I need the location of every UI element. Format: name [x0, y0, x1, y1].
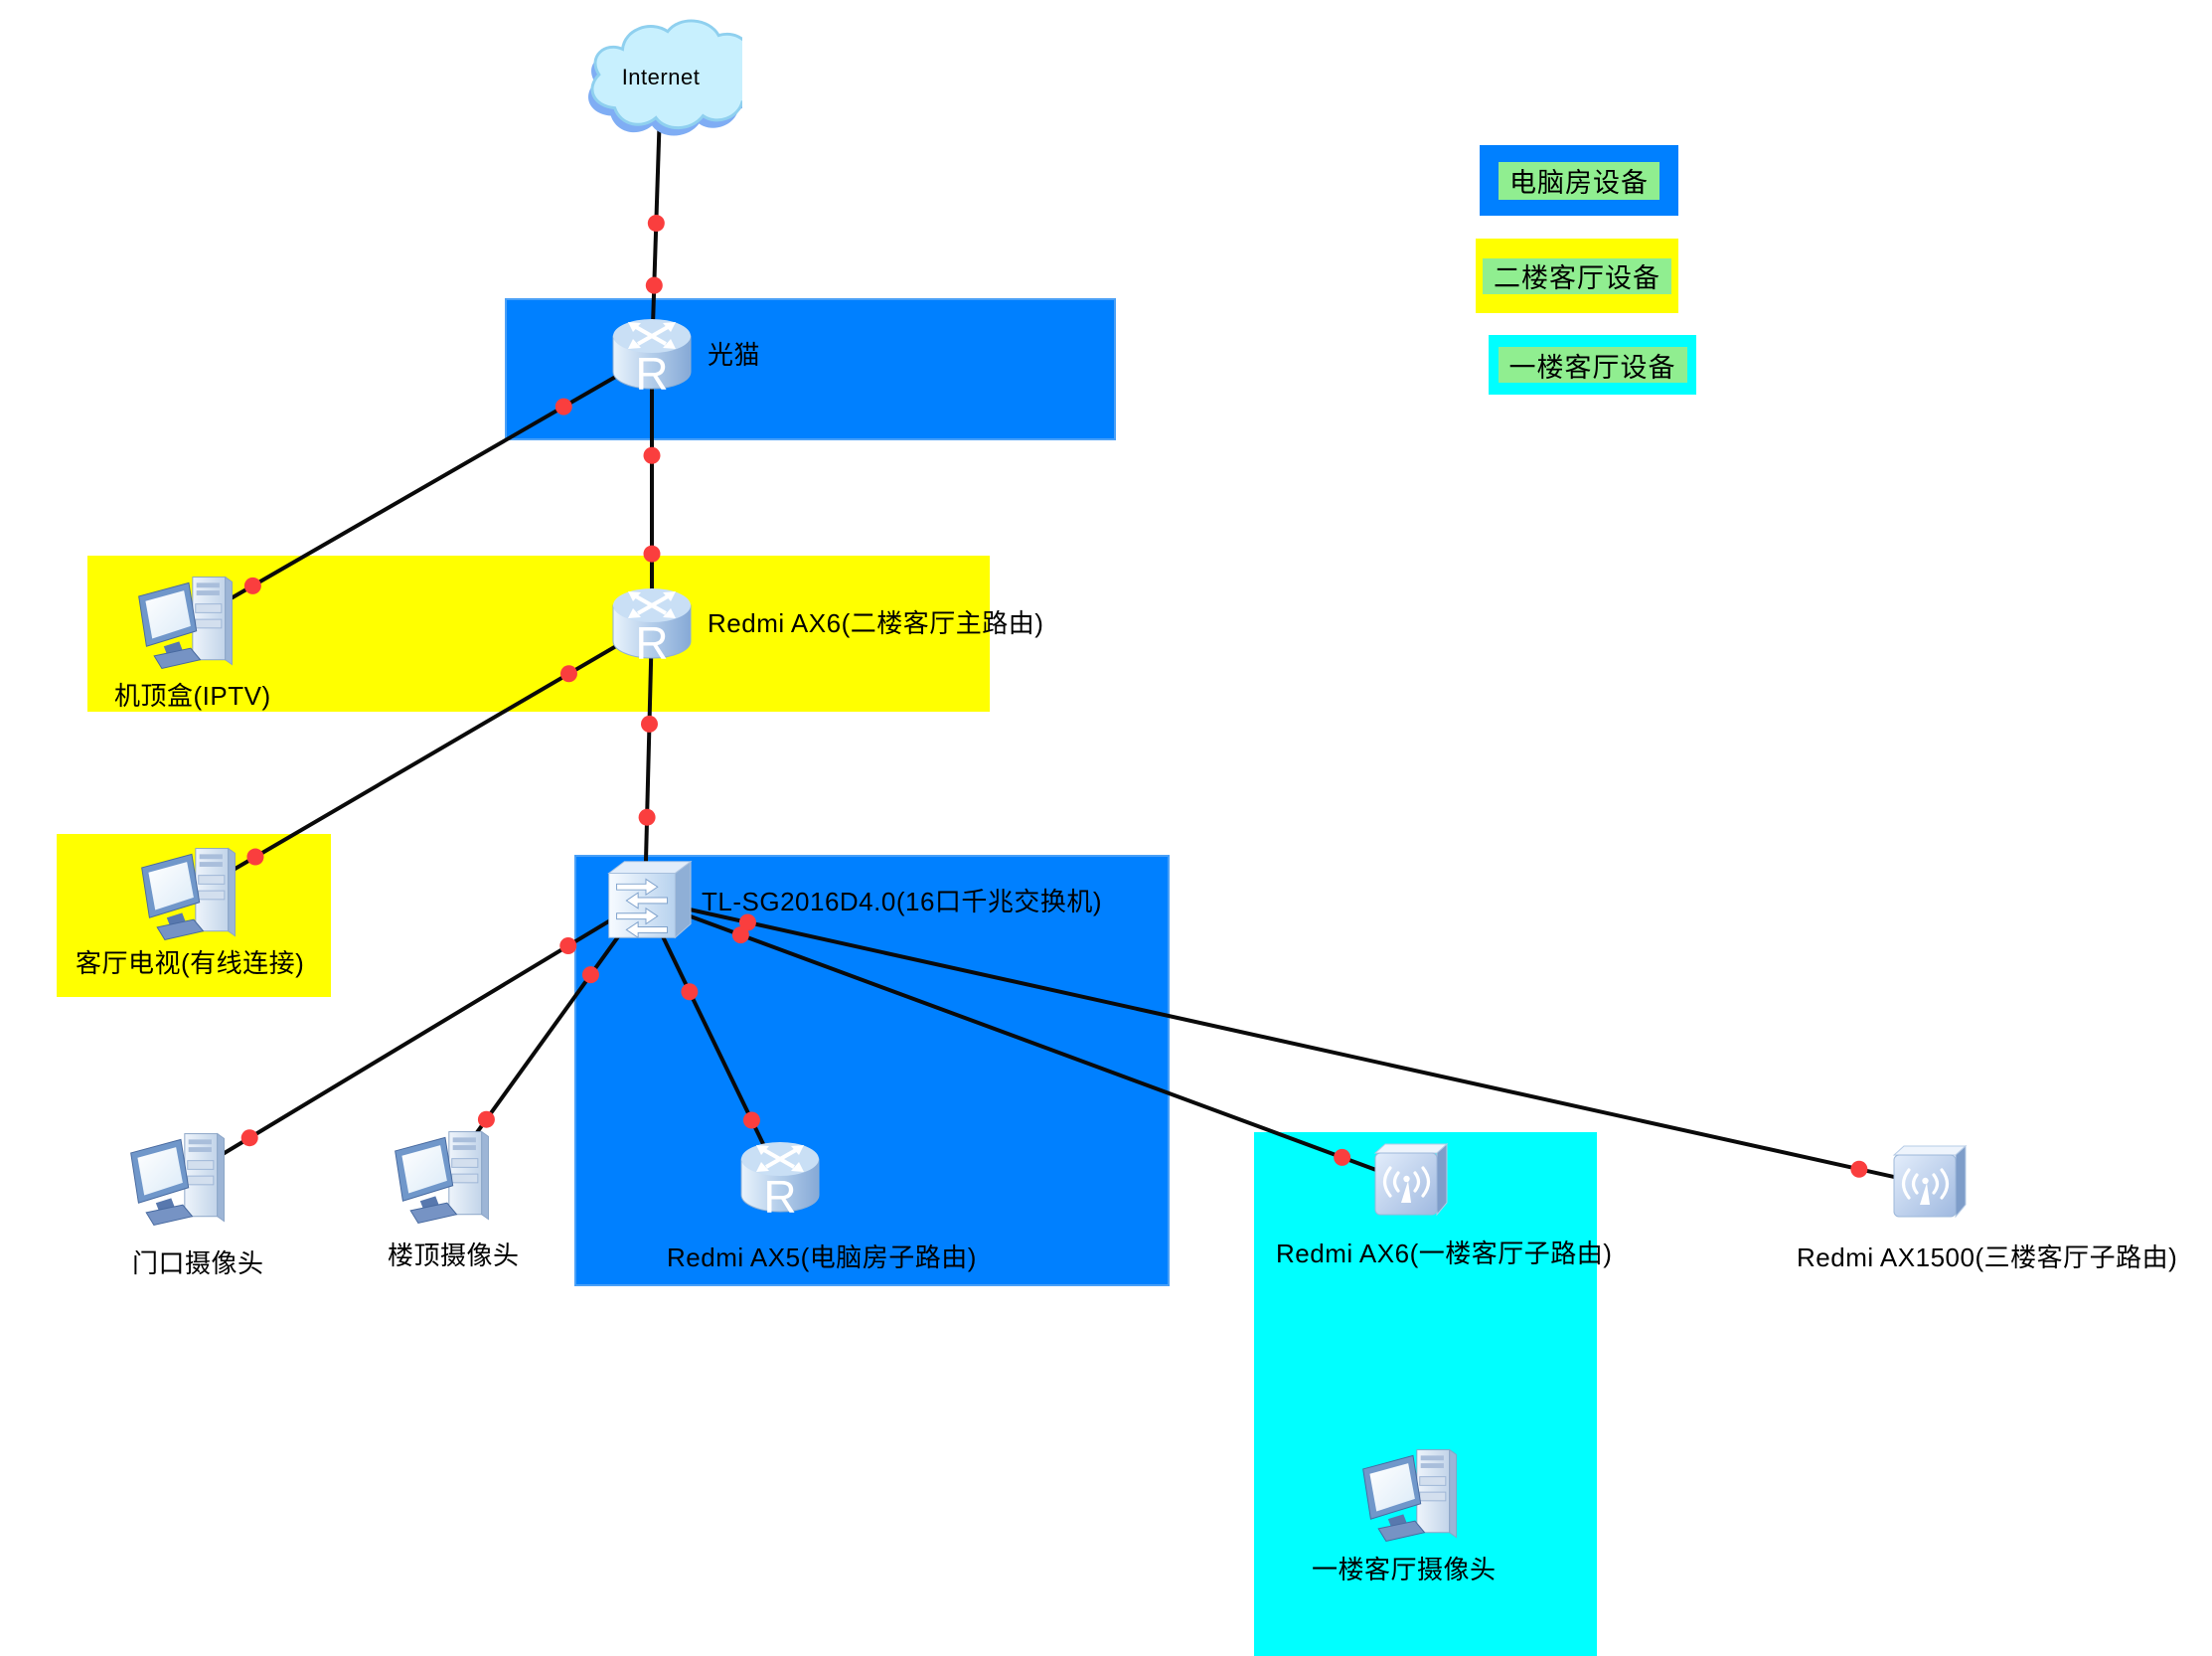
svg-text:R: R: [635, 617, 668, 669]
living1f-zone: [1254, 1132, 1597, 1656]
router-icon[interactable]: R: [604, 310, 700, 402]
internet-node[interactable]: [579, 6, 742, 153]
legend-chip-2: 一楼客厅设备: [1498, 347, 1687, 383]
port-dot: [246, 848, 264, 866]
tv-node[interactable]: [132, 842, 249, 947]
router-icon[interactable]: R: [604, 580, 700, 671]
port-dot: [645, 276, 663, 294]
tv-label: 客厅电视(有线连接): [76, 948, 305, 978]
workstation-icon[interactable]: [129, 571, 246, 676]
port-dot: [1334, 1148, 1351, 1166]
link-switch-ax6-1f: [644, 898, 1412, 1185]
port-dot: [477, 1110, 495, 1128]
wireless-ap-icon[interactable]: [1884, 1141, 1975, 1229]
modem-node[interactable]: R: [604, 310, 700, 402]
internet-label: Internet: [621, 65, 701, 89]
wireless-ap-icon[interactable]: [1365, 1139, 1457, 1227]
workstation-icon[interactable]: [1353, 1443, 1471, 1549]
port-dot: [240, 1129, 258, 1147]
cam-1f-node[interactable]: [1353, 1443, 1471, 1549]
living2f-zone: [87, 556, 990, 712]
switch-node[interactable]: [595, 853, 695, 946]
link-switch-ax5: [643, 899, 782, 1180]
roof-cam-node[interactable]: [386, 1125, 503, 1231]
port-dot: [647, 215, 665, 233]
port-dot: [738, 913, 756, 931]
port-dot: [559, 665, 577, 683]
svg-text:R: R: [763, 1171, 796, 1223]
modem-label: 光猫: [708, 340, 761, 370]
port-dot: [643, 446, 661, 464]
port-dot: [559, 937, 577, 955]
iptv-node[interactable]: [129, 571, 246, 676]
legend-item-1: 二楼客厅设备: [1476, 239, 1678, 313]
legend-chip-1: 二楼客厅设备: [1483, 257, 1671, 294]
door-cam-label: 门口摄像头: [132, 1248, 264, 1278]
port-dot: [640, 715, 658, 733]
port-dot: [1850, 1160, 1868, 1178]
port-dot: [681, 983, 699, 1001]
port-dot: [742, 1111, 760, 1129]
router-icon[interactable]: R: [732, 1133, 828, 1225]
computer-room-zone: [574, 855, 1170, 1286]
port-dot: [554, 398, 572, 415]
port-dot: [243, 577, 261, 594]
workstation-icon[interactable]: [121, 1127, 238, 1233]
ax6-2f-node[interactable]: R: [604, 580, 700, 671]
door-cam-node[interactable]: [121, 1127, 238, 1233]
ax6-1f-label: Redmi AX6(一楼客厅子路由): [1276, 1239, 1613, 1268]
modem-zone: [505, 298, 1116, 440]
svg-text:R: R: [635, 348, 668, 400]
ax1500-label: Redmi AX1500(三楼客厅子路由): [1797, 1242, 2178, 1272]
workstation-icon[interactable]: [386, 1125, 503, 1231]
ax1500-node[interactable]: [1884, 1141, 1975, 1229]
link-modem-iptv: [187, 354, 653, 625]
ax6-1f-node[interactable]: [1365, 1139, 1457, 1227]
port-dot: [643, 545, 661, 563]
port-dot: [638, 808, 656, 826]
ax5-label: Redmi AX5(电脑房子路由): [667, 1242, 977, 1272]
ax5-node[interactable]: R: [732, 1133, 828, 1225]
living2f-tv-zone: [57, 834, 331, 997]
legend-item-2: 一楼客厅设备: [1489, 335, 1696, 395]
internet-cloud-icon[interactable]: [579, 6, 742, 153]
link-ax6-2f-switch: [643, 624, 654, 901]
port-dot: [581, 966, 599, 984]
workstation-icon[interactable]: [132, 842, 249, 947]
legend-chip-0: 电脑房设备: [1499, 161, 1659, 200]
port-dot: [731, 926, 749, 944]
ax6-2f-label: Redmi AX6(二楼客厅主路由): [708, 608, 1044, 638]
legend-item-0: 电脑房设备: [1480, 145, 1678, 216]
switch-label: TL-SG2016D4.0(16口千兆交换机): [702, 887, 1103, 916]
cam-1f-label: 一楼客厅摄像头: [1312, 1555, 1497, 1584]
roof-cam-label: 楼顶摄像头: [388, 1241, 520, 1270]
link-switch-ax1500: [644, 898, 1931, 1187]
switch-icon[interactable]: [595, 853, 695, 946]
iptv-label: 机顶盒(IPTV): [114, 681, 271, 711]
